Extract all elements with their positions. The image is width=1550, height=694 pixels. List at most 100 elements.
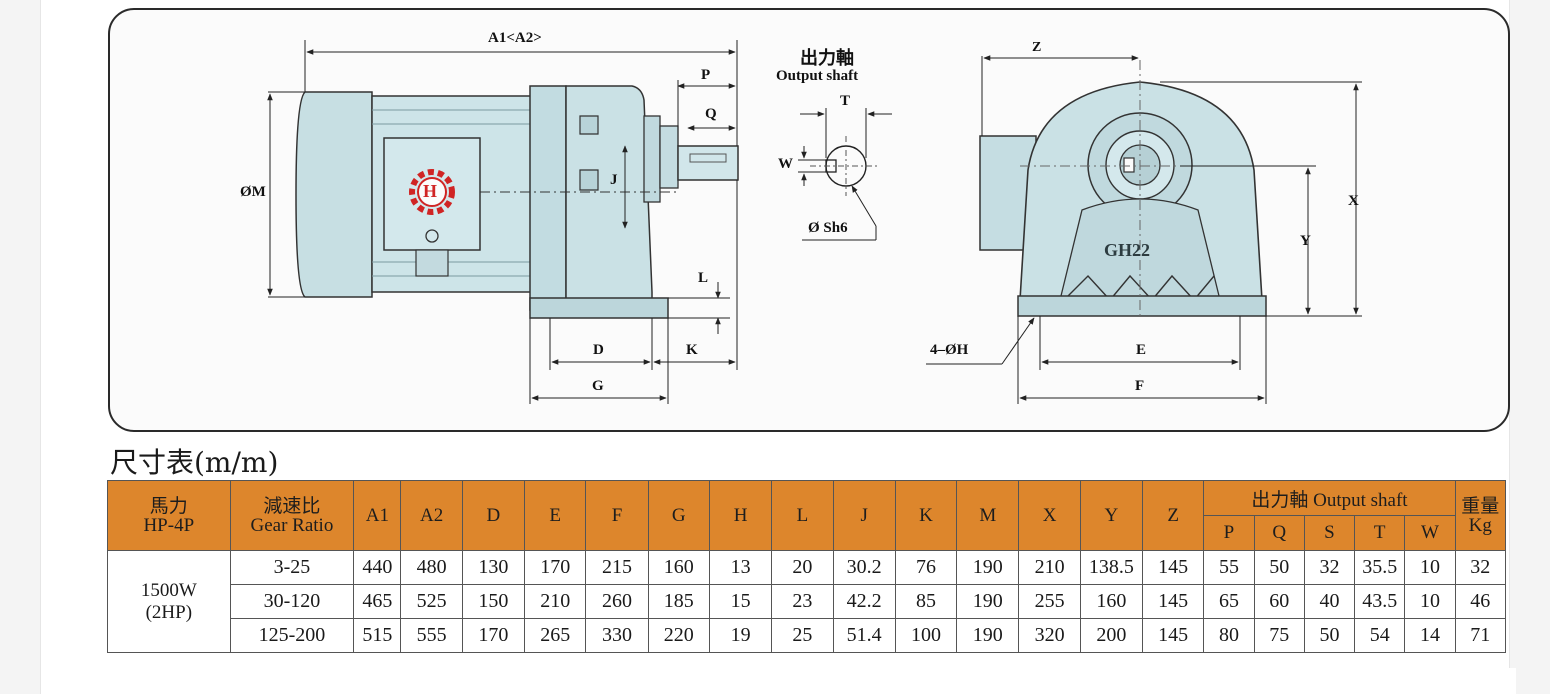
dimension-table: 馬力 HP-4P 減速比 Gear Ratio A1 A2 D E F G H …: [107, 480, 1507, 653]
cell-f: 330: [585, 618, 649, 653]
cell-h: 15: [708, 584, 773, 619]
cell-a2: 555: [400, 618, 463, 653]
cell-d: 150: [461, 584, 526, 619]
header-j: J: [832, 480, 896, 551]
cell-p: 55: [1203, 550, 1255, 585]
header-ratio-en: Gear Ratio: [250, 514, 334, 536]
cell-k: 85: [894, 584, 958, 619]
dim-k-label: K: [686, 342, 698, 358]
dim-z-label: Z: [1032, 40, 1042, 55]
cell-j: 51.4: [832, 618, 896, 653]
cell-e: 170: [524, 550, 587, 585]
header-hp-en: HP-4P: [143, 514, 195, 536]
cell-z: 145: [1142, 618, 1205, 653]
output-shaft-title-cn: 出力軸: [800, 48, 854, 69]
header-a2: A2: [400, 480, 463, 551]
gearbox-housing: [565, 85, 653, 311]
header-row-2: P Q S T W: [108, 515, 1506, 551]
cell-x: 255: [1018, 584, 1081, 619]
cell-l: 20: [771, 550, 834, 585]
cell-e: 265: [524, 618, 587, 653]
left-margin-band: [0, 0, 41, 694]
cell-weight: 46: [1454, 584, 1507, 619]
power-watts: 1500W: [140, 579, 197, 601]
cell-t: 35.5: [1354, 550, 1406, 585]
output-shaft-detail: [798, 108, 892, 241]
cell-p: 65: [1203, 584, 1255, 619]
header-x: X: [1018, 480, 1081, 551]
table-row: 30-120 465 525 150 210 260 185 15 23 42.…: [108, 584, 1507, 619]
header-h: H: [708, 480, 773, 551]
side-view: [267, 40, 739, 404]
cell-q: 50: [1253, 550, 1305, 585]
dim-m-label: ØM: [240, 184, 266, 200]
output-shaft-title-en: Output shaft: [776, 68, 859, 84]
header-m: M: [956, 480, 1020, 551]
cell-y: 160: [1079, 584, 1144, 619]
ratio-cell: 3-25: [229, 550, 355, 585]
front-view: [926, 55, 1362, 404]
cell-q: 60: [1253, 584, 1305, 619]
header-q: Q: [1253, 515, 1305, 551]
cell-k: 100: [894, 618, 958, 653]
cell-x: 210: [1018, 550, 1081, 585]
cell-e: 210: [524, 584, 587, 619]
header-t: T: [1354, 515, 1406, 551]
dim-e-label: E: [1136, 342, 1147, 358]
ratio-cell: 30-120: [229, 584, 355, 619]
brand-logo-letter: H: [423, 181, 438, 201]
table-body: 1500W (2HP) 3-25 440 480 130 170 215 160…: [107, 550, 1507, 653]
cell-t: 43.5: [1354, 584, 1406, 619]
cell-w: 14: [1404, 618, 1456, 653]
cell-a1: 515: [353, 618, 402, 653]
cell-h: 19: [708, 618, 773, 653]
cell-y: 138.5: [1079, 550, 1144, 585]
header-e: E: [524, 480, 587, 551]
dim-g-label: G: [592, 378, 604, 394]
header-weight: 重量 Kg: [1454, 480, 1507, 551]
mounting-foot: [529, 297, 669, 319]
cell-w: 10: [1404, 550, 1456, 585]
output-seal: [643, 115, 661, 203]
header-d: D: [461, 480, 526, 551]
header-hp-cn: 馬力: [149, 495, 188, 517]
dim-y-label: Y: [1300, 233, 1311, 249]
brand-gear-logo: [409, 169, 455, 215]
cell-y: 200: [1079, 618, 1144, 653]
header-z: Z: [1142, 480, 1205, 551]
conduit-fitting: [415, 249, 449, 277]
cell-x: 320: [1018, 618, 1081, 653]
cell-k: 76: [894, 550, 958, 585]
cell-g: 220: [647, 618, 710, 653]
dim-sh6-label: Ø Sh6: [808, 220, 848, 236]
table-row: 125-200 515 555 170 265 330 220 19 25 51…: [108, 618, 1507, 653]
dim-p-label: P: [701, 67, 711, 83]
cell-p: 80: [1203, 618, 1255, 653]
cell-m: 190: [956, 584, 1020, 619]
dim-a1-a2-label: A1<A2>: [488, 30, 542, 46]
header-p: P: [1203, 515, 1255, 551]
cable-gland: [425, 229, 439, 243]
header-y: Y: [1079, 480, 1144, 551]
table-row: 1500W (2HP) 3-25 440 480 130 170 215 160…: [107, 550, 1507, 653]
cell-a2: 525: [400, 584, 463, 619]
cell-weight: 71: [1454, 618, 1507, 653]
cell-a2: 480: [400, 550, 463, 585]
header-k: K: [894, 480, 958, 551]
header-weight-cn: 重量: [1461, 495, 1500, 517]
right-margin-band: [1509, 0, 1550, 694]
cell-l: 25: [771, 618, 834, 653]
cell-d: 170: [461, 618, 526, 653]
header-g: G: [647, 480, 710, 551]
power-hp: (2HP): [145, 601, 193, 623]
cell-m: 190: [956, 618, 1020, 653]
cell-d: 130: [461, 550, 526, 585]
dim-f-label: F: [1135, 378, 1145, 394]
dim-d-label: D: [593, 342, 604, 358]
header-hp: 馬力 HP-4P: [107, 480, 231, 551]
header-row-1: 馬力 HP-4P 減速比 Gear Ratio A1 A2 D E F G H …: [107, 480, 1507, 551]
cell-g: 185: [647, 584, 710, 619]
motor-flange: [529, 85, 567, 311]
dim-holes-label: 4–ØH: [930, 342, 969, 358]
